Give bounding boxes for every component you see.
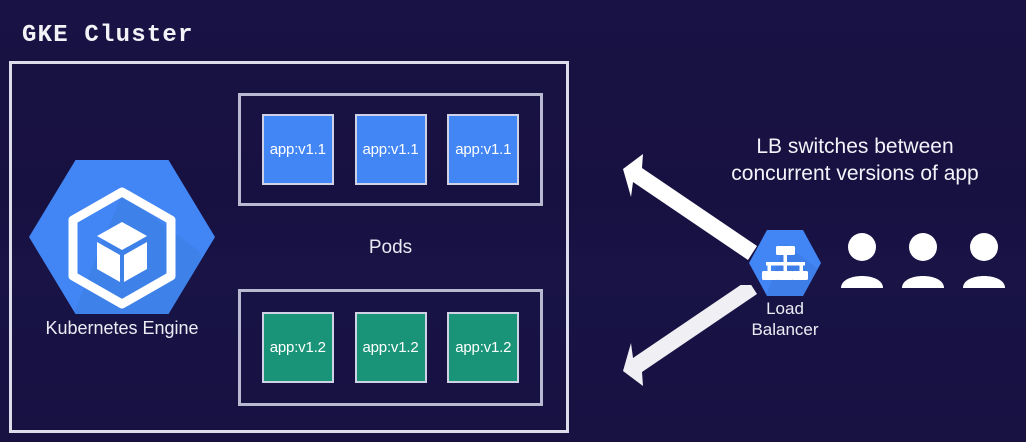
pod-v12-2[interactable]: app:v1.2 — [354, 312, 427, 383]
arrow-to-v11-pods-icon — [585, 150, 765, 270]
pods-label: Pods — [368, 237, 413, 258]
user-icon-1 — [838, 232, 886, 288]
lb-callout-text: LB switches between concurrent versions … — [690, 133, 1020, 188]
kubernetes-engine-node: Kubernetes Engine — [29, 156, 215, 346]
page-title: GKE Cluster — [22, 22, 194, 49]
pod-group-v12: app:v1.2 app:v1.2 app:v1.2 — [238, 289, 543, 406]
pod-v11-2[interactable]: app:v1.1 — [354, 114, 427, 185]
pod-v12-1[interactable]: app:v1.2 — [261, 312, 334, 383]
lb-callout-line2: concurrent versions of app — [731, 162, 979, 186]
pod-group-v11: app:v1.1 app:v1.1 app:v1.1 — [238, 93, 543, 206]
users-group — [838, 232, 1008, 288]
user-icon-2 — [899, 232, 947, 288]
kubernetes-engine-label: Kubernetes Engine — [45, 318, 199, 338]
pod-v12-3[interactable]: app:v1.2 — [447, 312, 520, 383]
arrow-to-v12-pods-icon — [585, 280, 765, 390]
user-icon-3 — [960, 232, 1008, 288]
load-balancer-label: Load Balancer — [738, 299, 832, 340]
lb-callout-line1: LB switches between — [756, 135, 954, 158]
pod-v11-3[interactable]: app:v1.1 — [447, 114, 520, 185]
load-balancer-label-line2: Balancer — [751, 319, 819, 339]
pod-v11-1[interactable]: app:v1.1 — [261, 114, 334, 185]
gke-cluster-boundary — [9, 61, 569, 433]
load-balancer-node: Load Balancer — [738, 228, 832, 348]
load-balancer-label-line1: Load — [766, 299, 804, 318]
load-balancer-hexagon-icon — [749, 228, 821, 298]
kubernetes-engine-hexagon-icon — [29, 156, 215, 318]
